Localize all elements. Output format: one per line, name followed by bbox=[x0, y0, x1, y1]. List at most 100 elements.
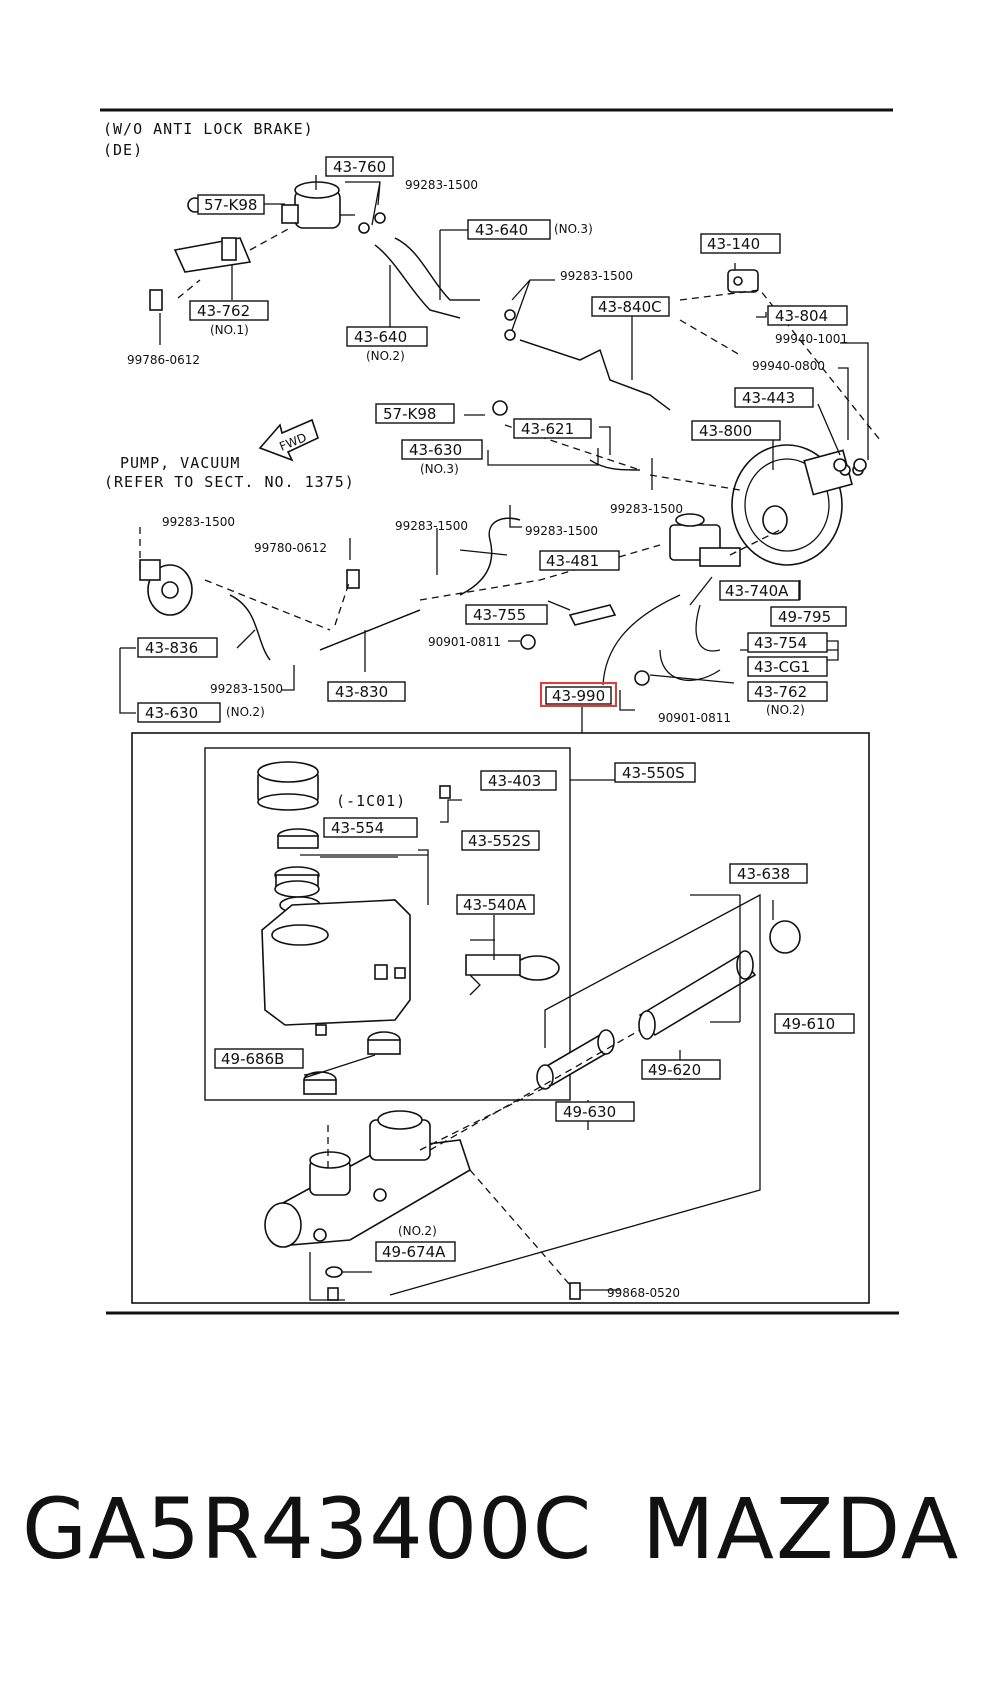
label-43-830: 43-830 bbox=[327, 681, 406, 702]
reservoir-part bbox=[281, 181, 355, 229]
master-cylinder-body-part bbox=[264, 1110, 471, 1248]
svg-text:43-552S: 43-552S bbox=[468, 832, 531, 850]
bracket-part bbox=[149, 197, 252, 311]
svg-text:43-403: 43-403 bbox=[488, 772, 541, 790]
label-43-cg1: 43-CG1 bbox=[747, 656, 828, 677]
svg-text:(NO.2): (NO.2) bbox=[226, 705, 265, 719]
leader-lines-upper bbox=[119, 175, 869, 714]
label-43-638: 43-638 bbox=[729, 863, 808, 884]
pump-note-line1: PUMP, VACUUM bbox=[120, 454, 240, 472]
nut-e bbox=[853, 458, 867, 472]
svg-text:43-621: 43-621 bbox=[521, 420, 574, 438]
label-99283-1500-g: 99283-1500 bbox=[210, 682, 283, 696]
label-49-620: 49-620 bbox=[641, 1059, 721, 1080]
svg-text:(NO.2): (NO.2) bbox=[766, 703, 805, 717]
vacuum-pipe-part bbox=[319, 569, 421, 651]
svg-text:49-674A: 49-674A bbox=[382, 1243, 446, 1261]
nut-b bbox=[634, 670, 650, 686]
svg-text:43-760: 43-760 bbox=[333, 158, 386, 176]
label-43-640-no2: 43-640(NO.2) bbox=[346, 326, 428, 363]
label-99283-1500-d: 99283-1500 bbox=[162, 515, 235, 529]
label-43-481: 43-481 bbox=[539, 550, 620, 571]
label-99283-1500-e: 99283-1500 bbox=[395, 519, 468, 533]
label-43-403: 43-403 bbox=[480, 770, 557, 791]
footer: GA5R43400C MAZDA bbox=[0, 1480, 992, 1600]
svg-text:43-804: 43-804 bbox=[775, 307, 828, 325]
label-43-540a: 43-540A bbox=[456, 894, 535, 915]
label-90901-0811-b: 90901-0811 bbox=[658, 711, 731, 725]
label-43-990: 43-990 bbox=[540, 682, 617, 707]
svg-text:49-686B: 49-686B bbox=[221, 1050, 284, 1068]
label-99283-1500-c: 99283-1500 bbox=[610, 502, 683, 516]
hose-part bbox=[358, 212, 516, 341]
header-line1: (W/O ANTI LOCK BRAKE) bbox=[103, 120, 314, 138]
grommet-part bbox=[303, 1031, 401, 1095]
pipe-part bbox=[519, 339, 671, 411]
svg-text:57-K98: 57-K98 bbox=[204, 196, 257, 214]
label-99786-0612: 99786-0612 bbox=[127, 353, 200, 367]
label-99940-0800: 99940-0800 bbox=[752, 359, 825, 373]
svg-text:43-630: 43-630 bbox=[145, 704, 198, 722]
master-cylinder-assembly-frame bbox=[131, 707, 870, 1304]
dashed-guides-lower bbox=[327, 1029, 641, 1286]
label-43-554: 43-554 bbox=[323, 817, 418, 838]
screw-part bbox=[569, 1282, 620, 1300]
label-43-550s: 43-550S bbox=[614, 762, 696, 783]
svg-text:(NO.3): (NO.3) bbox=[420, 462, 459, 476]
svg-text:43-754: 43-754 bbox=[754, 634, 807, 652]
label-43-443: 43-443 bbox=[734, 387, 814, 408]
svg-text:43-762: 43-762 bbox=[197, 302, 250, 320]
nut-a bbox=[520, 634, 536, 650]
label-99283-1500-b: 99283-1500 bbox=[560, 269, 633, 283]
svg-text:49-630: 49-630 bbox=[563, 1103, 616, 1121]
label-43-640-no3: 43-640(NO.3) bbox=[467, 219, 593, 240]
svg-text:(NO.3): (NO.3) bbox=[554, 222, 593, 236]
label-43-630-no2: 43-630 (NO.2) bbox=[137, 702, 265, 723]
svg-text:43-800: 43-800 bbox=[699, 422, 752, 440]
label-49-610: 49-610 bbox=[774, 1013, 855, 1034]
svg-text:43-140: 43-140 bbox=[707, 235, 760, 253]
svg-text:(NO.2): (NO.2) bbox=[366, 349, 405, 363]
label-57-k98-a: 57-K98 bbox=[197, 194, 265, 215]
svg-text:43-481: 43-481 bbox=[546, 552, 599, 570]
nut-d bbox=[833, 458, 847, 472]
brake-line-990 bbox=[602, 594, 681, 686]
svg-text:43-550S: 43-550S bbox=[622, 764, 685, 782]
svg-text:43-740A: 43-740A bbox=[725, 582, 789, 600]
reservoir-tank-part bbox=[261, 899, 411, 1036]
svg-text:43-830: 43-830 bbox=[335, 683, 388, 701]
svg-text:57-K98: 57-K98 bbox=[383, 405, 436, 423]
o-ring-part bbox=[325, 1266, 343, 1301]
label-43-762-no2: 43-762 (NO.2) bbox=[747, 681, 828, 717]
svg-text:43-554: 43-554 bbox=[331, 819, 384, 837]
svg-text:43-CG1: 43-CG1 bbox=[754, 658, 810, 676]
svg-text:49-610: 49-610 bbox=[782, 1015, 835, 1033]
reservoir-cap-part bbox=[257, 761, 319, 811]
svg-text:43-630: 43-630 bbox=[409, 441, 462, 459]
label-57-k98-b: 57-K98 bbox=[375, 403, 455, 424]
svg-text:43-762: 43-762 bbox=[754, 683, 807, 701]
vacuum-pump-part bbox=[139, 559, 271, 661]
label-43-840c: 43-840C bbox=[591, 296, 670, 317]
master-cylinder-small bbox=[669, 513, 741, 567]
bracket-755 bbox=[568, 604, 617, 626]
fwd-arrow-icon: FWD bbox=[258, 418, 319, 462]
dashed-guides-upper bbox=[177, 227, 881, 631]
svg-text:49-620: 49-620 bbox=[648, 1061, 701, 1079]
label-99283-1500-a: 99283-1500 bbox=[405, 178, 478, 192]
brand-name: MAZDA bbox=[642, 1480, 961, 1578]
label-43-755: 43-755 bbox=[465, 604, 548, 625]
label-43-762-no1: 43-762(NO.1) bbox=[189, 300, 269, 337]
svg-text:49-795: 49-795 bbox=[778, 608, 831, 626]
label-99283-1500-f: 99283-1500 bbox=[525, 524, 598, 538]
label-43-552s: 43-552S bbox=[461, 830, 540, 851]
nut-c bbox=[492, 400, 508, 416]
label-no2-d: (NO.2) bbox=[398, 1224, 437, 1238]
label-43-630-no3: 43-630 (NO.3) bbox=[401, 439, 483, 476]
svg-text:43-840C: 43-840C bbox=[598, 298, 662, 316]
part-number: GA5R43400C bbox=[22, 1480, 593, 1578]
label-49-630: 49-630 bbox=[555, 1101, 635, 1122]
label-43-621: 43-621 bbox=[513, 418, 592, 439]
label-43-800: 43-800 bbox=[691, 420, 781, 441]
